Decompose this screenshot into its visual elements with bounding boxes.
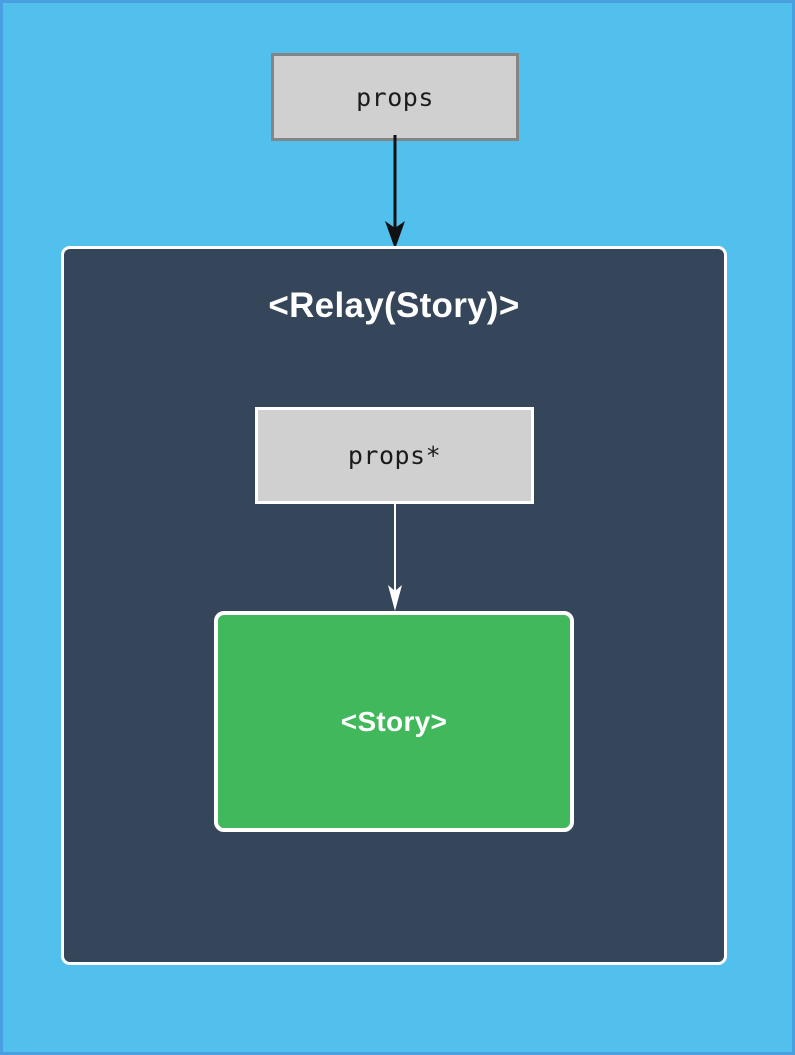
story-node[interactable]: <Story> — [214, 611, 574, 832]
props-node[interactable]: props — [271, 53, 519, 141]
edge-arrowhead-open — [388, 585, 402, 611]
props-star-node[interactable]: props* — [255, 407, 534, 504]
edge-props-to-relay — [385, 135, 405, 249]
relay-container-title: <Relay(Story)> — [268, 286, 520, 325]
edge-propsstar-to-story — [388, 501, 402, 611]
props-star-node-label: props* — [347, 441, 442, 470]
edge-arrowhead-filled — [385, 221, 405, 249]
story-node-label: <Story> — [340, 705, 448, 737]
props-node-label: props — [356, 82, 434, 112]
